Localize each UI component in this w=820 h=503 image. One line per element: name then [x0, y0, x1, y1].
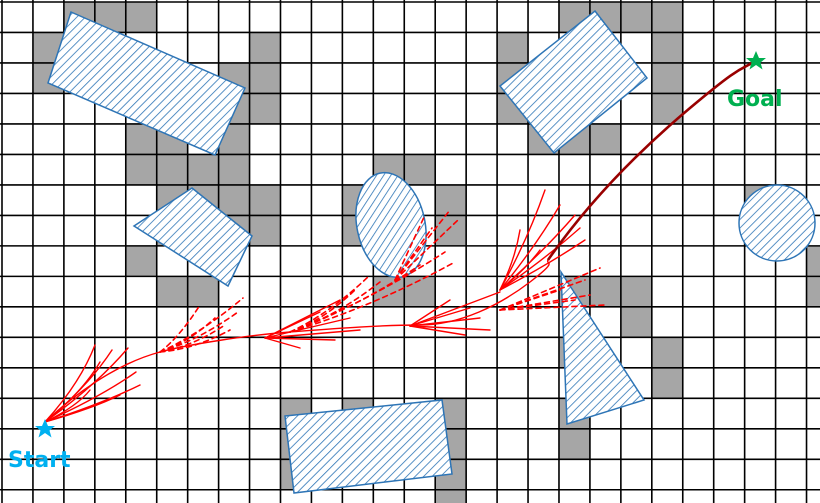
start-marker: Start — [8, 419, 71, 473]
occupied-cell — [435, 215, 467, 246]
occupied-cell — [651, 32, 683, 63]
occupied-cell — [497, 32, 529, 63]
occupied-cell — [249, 62, 281, 94]
tree-branch — [264, 299, 341, 339]
quad-obstacle-left — [132, 187, 253, 288]
occupied-cell — [404, 276, 436, 307]
tree-branch — [499, 204, 561, 291]
occupied-cell — [620, 306, 652, 338]
occupied-cell — [218, 154, 250, 185]
occupied-cell — [156, 276, 188, 307]
tree-branch-collision — [289, 289, 356, 333]
occupied-cell — [249, 215, 281, 246]
tree-branch — [264, 317, 351, 339]
tree-branch-collision — [394, 219, 459, 281]
tree-branch — [44, 347, 129, 423]
occupied-cell — [187, 276, 219, 307]
rectangle-obstacle-bottom — [284, 399, 453, 494]
occupied-cell — [125, 123, 157, 155]
occupied-cell — [651, 367, 683, 399]
tree-branch-collision — [289, 274, 371, 333]
final-path — [546, 60, 755, 261]
tree-branch — [499, 239, 586, 291]
occupied-cell — [435, 184, 467, 216]
tree-branch-collision — [159, 297, 244, 353]
occupied-cell — [806, 245, 820, 277]
tree-branch — [44, 344, 96, 423]
tree-branch — [264, 329, 361, 339]
occupied-cell — [651, 337, 683, 368]
rectangle-obstacle-top-right — [498, 9, 649, 155]
occupied-cell — [651, 2, 683, 33]
occupied-cell — [589, 123, 621, 155]
tree-branch-collision — [289, 251, 446, 333]
triangle-obstacle-right — [560, 269, 646, 426]
occupied-cell — [125, 154, 157, 185]
tree-branch — [44, 259, 550, 423]
goal-star-icon — [746, 51, 766, 70]
occupied-cell — [218, 184, 250, 216]
occupied-cell — [187, 154, 219, 185]
occupied-cell — [620, 276, 652, 307]
tree-branch-collision — [159, 329, 231, 353]
occupied-cell — [249, 93, 281, 124]
obstacles — [47, 9, 816, 494]
tree-branch-collision — [159, 324, 226, 353]
start-label: Start — [8, 448, 71, 473]
tree-branch-collision — [394, 214, 426, 281]
goal-marker: Goal — [727, 51, 783, 112]
tree-branch — [409, 325, 466, 336]
tree-branch-collision — [499, 299, 576, 311]
rectangle-obstacle-top-left — [47, 10, 246, 156]
tree-branch-collision — [289, 264, 421, 333]
tree-branch — [499, 229, 521, 291]
search-tree — [44, 189, 606, 423]
occupied-cell — [156, 154, 188, 185]
tree-branch-collision — [289, 261, 456, 333]
occupied-cell — [651, 62, 683, 94]
tree-branch — [499, 249, 541, 291]
occupied-cell — [125, 245, 157, 277]
tree-branch-collision — [159, 304, 201, 353]
occupied-cell — [620, 2, 652, 33]
tree-branch — [499, 227, 581, 291]
occupied-cell — [806, 276, 820, 307]
tree-branch — [44, 394, 121, 423]
occupied-cell — [249, 32, 281, 63]
tree-branch — [264, 337, 336, 341]
occupied-cell — [404, 154, 436, 185]
occupied-cell — [558, 428, 590, 460]
tree-branch-collision — [394, 209, 451, 281]
tree-branch — [44, 389, 91, 423]
tree-branch-collision — [499, 294, 591, 311]
occupied-cell — [125, 2, 157, 33]
tree-branch — [409, 325, 491, 331]
tree-branch-collision — [159, 311, 239, 353]
tree-branch-collision — [499, 304, 606, 311]
tree-branch — [409, 317, 481, 327]
occupied-cell — [249, 184, 281, 216]
tree-branch — [264, 337, 301, 349]
occupied-cell — [589, 276, 621, 307]
goal-label: Goal — [727, 87, 783, 112]
occupied-cell — [373, 276, 405, 307]
tree-branch — [409, 299, 451, 327]
tree-branch — [44, 361, 101, 423]
start-star-icon — [35, 419, 55, 438]
tree-branch — [409, 291, 501, 327]
occupied-cell — [435, 489, 467, 503]
circle-obstacle-right — [738, 184, 816, 262]
tree-branch-collision — [499, 279, 586, 311]
